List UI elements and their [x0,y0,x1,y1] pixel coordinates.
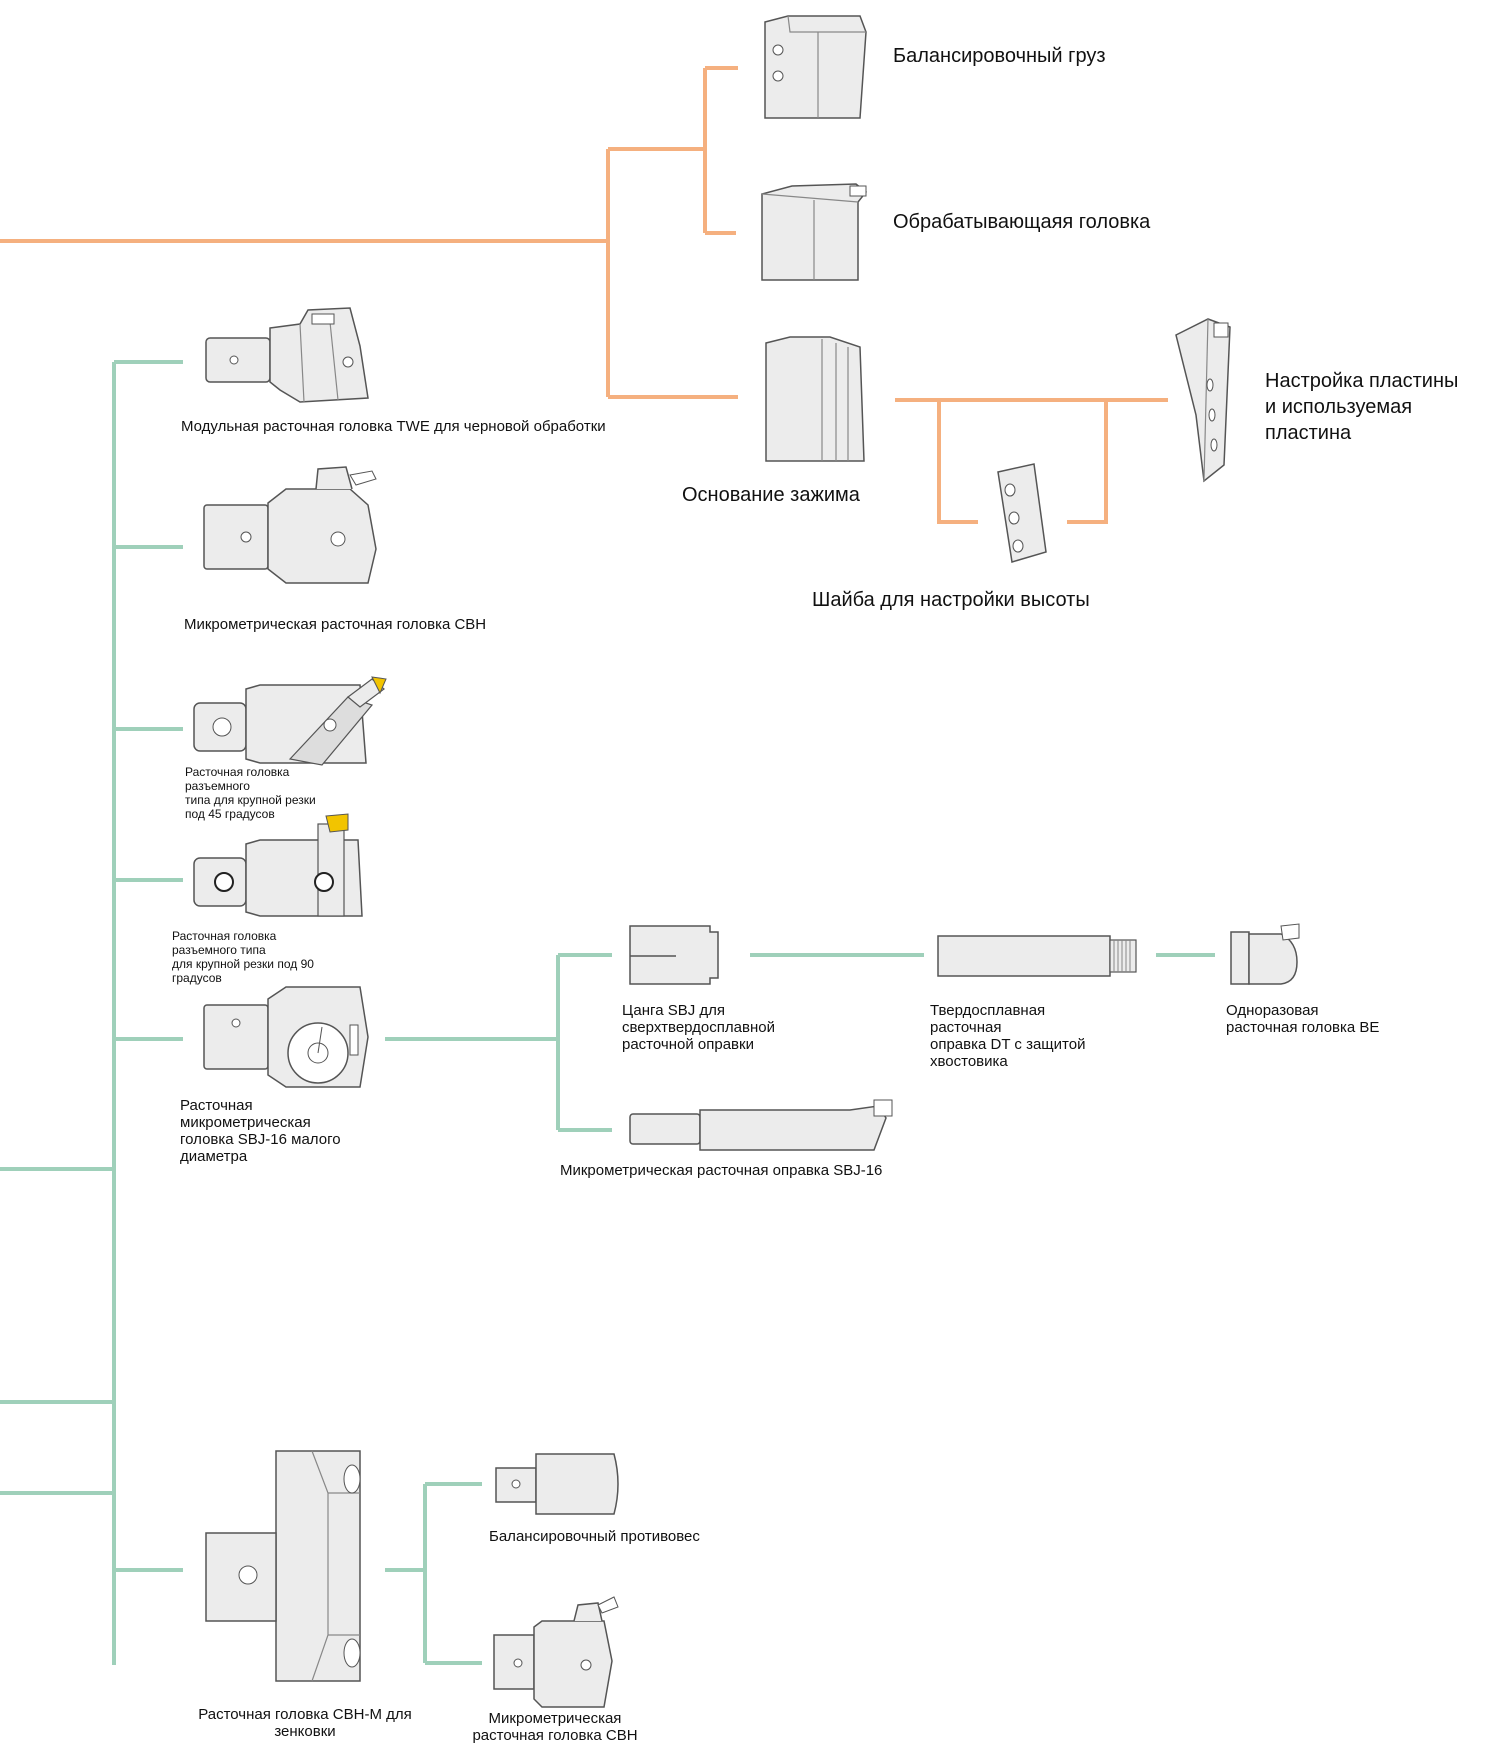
insert-holder-icon [1175,318,1231,483]
green-connector-lines [0,360,1215,1665]
label-be-head: Одноразовая расточная головка BE [1226,1002,1380,1036]
label-twe-head: Модульная расточная головка TWE для черн… [181,418,606,435]
dt-bar-icon [937,935,1137,977]
label-split-90: Расточная головка разъемного типа для кр… [172,929,314,985]
twe-head-icon [205,307,369,403]
cbh-head-icon [203,466,377,584]
label-counterweight: Балансировочный противовес [489,1528,700,1545]
label-height-shim: Шайба для настройки высоты [812,589,1090,611]
sbj16-head-icon [203,986,369,1088]
machining-head-icon [761,183,868,281]
label-split-45: Расточная головка разъемного типа для кр… [185,765,316,821]
sbj16-bar-icon [629,1099,893,1151]
sbj-collet-icon [629,925,719,985]
balance-weight-icon [764,15,867,119]
label-sbj16-bar: Микрометрическая расточная оправка SBJ-1… [560,1162,883,1179]
label-insert-setting: Настройка пластины и используемая пласти… [1265,370,1459,444]
cbhm-head-icon [205,1450,361,1682]
height-shim-icon [997,463,1047,563]
cbh-small-head-icon [493,1596,619,1708]
label-sbj16-head: Расточная микрометрическая головка SBJ-1… [180,1097,341,1165]
label-sbj-collet: Цанга SBJ для сверхтвердосплавной расточ… [622,1002,775,1053]
label-dt-bar: Твердосплавная расточная оправка DT с за… [930,1002,1086,1070]
label-cbh-head: Микрометрическая расточная головка CBH [184,616,487,633]
clamp-base-icon [765,336,865,462]
orange-connector-lines [0,66,1168,524]
counterweight-icon [495,1453,619,1515]
label-clamp-base: Основание зажима [682,484,860,506]
split-45-head-icon [193,676,387,766]
label-cbh-small: Микрометрическая расточная головка CBH [472,1710,638,1744]
split-90-head-icon [193,813,363,917]
label-cbhm-head: Расточная головка CBH-M для зенковки [198,1706,412,1740]
label-balance-weight: Балансировочный груз [893,45,1106,67]
be-head-icon [1230,923,1300,985]
label-machining-head: Обрабатывающаяя головка [893,211,1151,233]
